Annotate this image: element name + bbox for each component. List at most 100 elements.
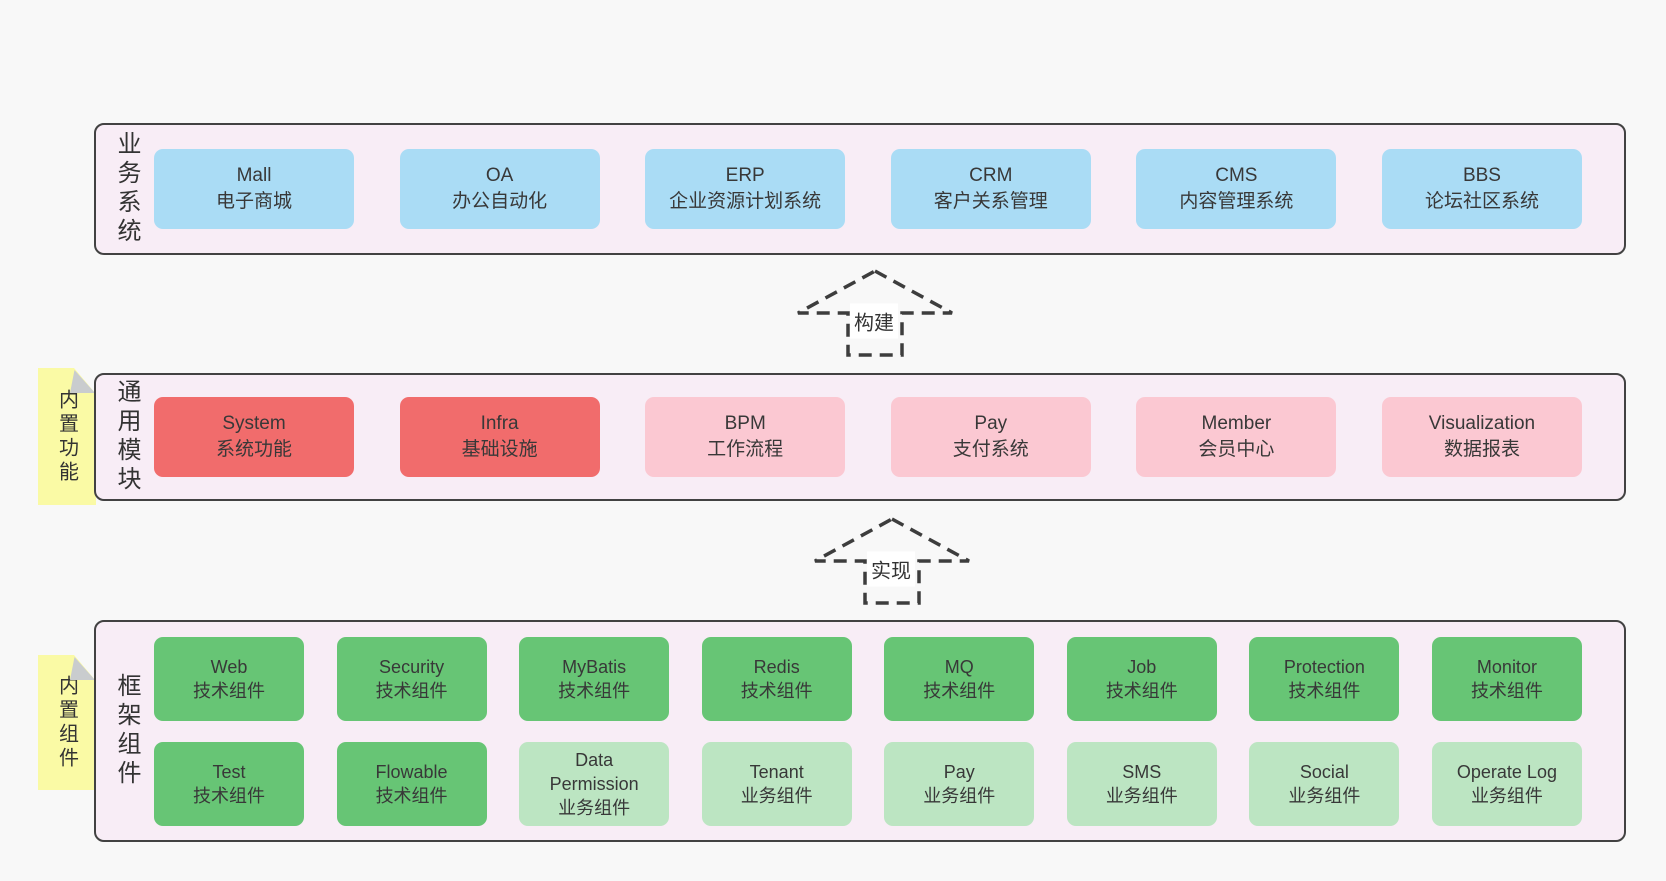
box-subtitle: 技术组件 (193, 680, 265, 701)
box-title: Redis (753, 656, 800, 677)
box-title: MQ (944, 656, 974, 677)
box-mall: Mall 电子商城 (154, 149, 354, 229)
box-subtitle: 支付系统 (952, 439, 1029, 460)
box-subtitle: 技术组件 (1105, 680, 1178, 701)
box-title: Pay (943, 761, 975, 782)
box-web: Web 技术组件 (154, 636, 304, 721)
sticky-note-label: 内置功能 (55, 388, 78, 485)
box-title: Security (379, 656, 445, 677)
box-title: ERP (725, 165, 765, 186)
framework-row-2: Test 技术组件 Flowable 技术组件 Data Permission … (154, 741, 1582, 826)
sticky-note-built-in-features: 内置功能 (38, 368, 96, 505)
box-title: CRM (969, 165, 1013, 186)
band-business-systems-boxes: Mall 电子商城 OA 办公自动化 ERP 企业资源计划系统 CRM 客户关系… (154, 149, 1582, 229)
box-subtitle: 工作流程 (707, 439, 784, 460)
box-oa: OA 办公自动化 (399, 149, 600, 229)
box-subtitle: 技术组件 (193, 785, 265, 806)
box-operate-log: Operate Log 业务组件 (1431, 741, 1582, 826)
box-subtitle: 业务组件 (923, 785, 996, 806)
box-subtitle: 技术组件 (1470, 680, 1543, 701)
fold-corner-icon (70, 657, 95, 680)
box-title: Monitor (1476, 656, 1537, 677)
box-protection: Protection 技术组件 (1249, 636, 1400, 721)
box-subtitle: 业务组件 (558, 797, 631, 818)
box-sms: SMS 业务组件 (1066, 741, 1217, 826)
box-title: Visualization (1428, 413, 1536, 434)
box-visualization: Visualization 数据报表 (1381, 397, 1582, 477)
box-title: Infra (480, 413, 519, 434)
box-title: Operate Log (1456, 761, 1557, 782)
band-framework-components: 框架组件 Web 技术组件 Security 技术组件 MyBatis 技术组件… (94, 620, 1626, 842)
box-crm: CRM 客户关系管理 (890, 149, 1091, 229)
box-bbs: BBS 论坛社区系统 (1381, 149, 1582, 229)
box-title: Flowable (375, 761, 448, 782)
box-title: Tenant (749, 761, 804, 782)
box-title: Member (1201, 413, 1272, 434)
box-title: Data Permission (549, 749, 639, 794)
box-subtitle: 企业资源计划系统 (669, 191, 822, 212)
box-social: Social 业务组件 (1249, 741, 1400, 826)
band-common-modules-label: 通用模块 (113, 379, 140, 495)
band-business-systems-label: 业务系统 (113, 131, 140, 247)
sticky-note-label: 内置组件 (55, 674, 78, 771)
box-tenant: Tenant 业务组件 (701, 741, 852, 826)
framework-row-1: Web 技术组件 Security 技术组件 MyBatis 技术组件 Redi… (154, 636, 1582, 721)
arrow-build-label: 构建 (850, 303, 898, 339)
band-framework-components-boxes: Web 技术组件 Security 技术组件 MyBatis 技术组件 Redi… (154, 636, 1582, 826)
box-title: SMS (1122, 761, 1162, 782)
band-framework-components-label: 框架组件 (113, 673, 140, 789)
box-infra: Infra 基础设施 (399, 397, 600, 477)
box-subtitle: 系统功能 (215, 439, 292, 460)
box-subtitle: 技术组件 (558, 680, 631, 701)
box-subtitle: 客户关系管理 (933, 191, 1048, 212)
box-subtitle: 技术组件 (375, 680, 448, 701)
box-title: MyBatis (562, 656, 627, 677)
box-subtitle: 论坛社区系统 (1424, 191, 1539, 212)
box-member: Member 会员中心 (1136, 397, 1337, 477)
box-subtitle: 办公自动化 (452, 191, 548, 212)
box-subtitle: 数据报表 (1443, 439, 1520, 460)
box-title: Mall (236, 165, 272, 186)
box-title: Job (1127, 656, 1157, 677)
band-common-modules-boxes: System 系统功能 Infra 基础设施 BPM 工作流程 Pay 支付系统… (154, 397, 1582, 477)
arrow-implement-label: 实现 (867, 551, 915, 587)
box-pay-module: Pay 支付系统 (890, 397, 1091, 477)
box-title: Protection (1283, 656, 1365, 677)
box-title: Pay (974, 413, 1008, 434)
box-data-permission: Data Permission 业务组件 (519, 741, 670, 826)
box-mq: MQ 技术组件 (884, 636, 1035, 721)
box-security: Security 技术组件 (336, 636, 487, 721)
box-title: Web (210, 656, 248, 677)
box-subtitle: 基础设施 (461, 439, 538, 460)
box-subtitle: 技术组件 (375, 785, 448, 806)
box-mybatis: MyBatis 技术组件 (519, 636, 670, 721)
box-title: Social (1299, 761, 1349, 782)
box-cms: CMS 内容管理系统 (1136, 149, 1337, 229)
fold-corner-icon (70, 370, 95, 393)
band-business-systems: 业务系统 Mall 电子商城 OA 办公自动化 ERP 企业资源计划系统 CRM… (94, 123, 1626, 255)
up-arrow-icon (814, 517, 970, 605)
box-subtitle: 业务组件 (1105, 785, 1178, 806)
box-title: BBS (1462, 165, 1501, 186)
box-title: BPM (724, 413, 766, 434)
box-subtitle: 电子商城 (215, 191, 292, 212)
box-flowable: Flowable 技术组件 (336, 741, 487, 826)
box-title: OA (485, 165, 514, 186)
box-bpm: BPM 工作流程 (645, 397, 846, 477)
box-test: Test 技术组件 (154, 741, 304, 826)
box-erp: ERP 企业资源计划系统 (645, 149, 846, 229)
box-pay-component: Pay 业务组件 (884, 741, 1035, 826)
box-redis: Redis 技术组件 (701, 636, 852, 721)
box-title: System (222, 413, 286, 434)
box-monitor: Monitor 技术组件 (1431, 636, 1582, 721)
box-system: System 系统功能 (154, 397, 354, 477)
up-arrow-icon (797, 269, 953, 357)
box-title: Test (212, 761, 246, 782)
box-subtitle: 业务组件 (1288, 785, 1361, 806)
box-subtitle: 技术组件 (740, 680, 813, 701)
box-job: Job 技术组件 (1066, 636, 1217, 721)
sticky-note-built-in-components: 内置组件 (38, 655, 96, 790)
box-subtitle: 内容管理系统 (1179, 191, 1294, 212)
box-subtitle: 业务组件 (740, 785, 813, 806)
